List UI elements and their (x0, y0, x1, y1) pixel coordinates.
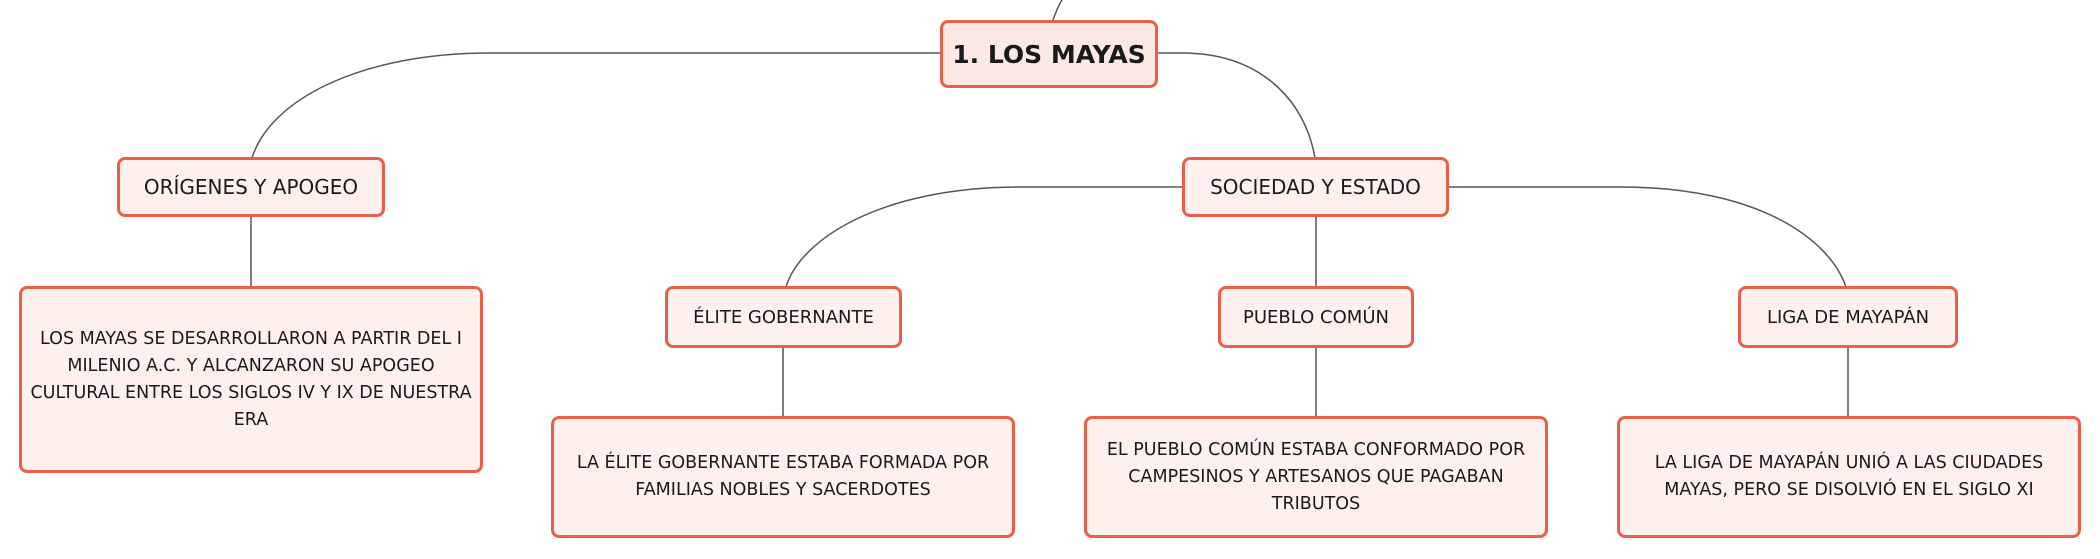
leaf-elite-node[interactable]: LA ÉLITE GOBERNANTE ESTABA FORMADA POR F… (551, 416, 1015, 538)
connector-root-sociedad (1158, 52, 1316, 159)
leaf-pueblo-text: EL PUEBLO COMÚN ESTABA CONFORMADO POR CA… (1106, 439, 1526, 514)
connector-sociedad-elite (785, 186, 1183, 288)
connector-root-origenes (251, 52, 940, 159)
sub-liga-label: LIGA DE MAYAPÁN (1766, 306, 1930, 328)
sub-pueblo-node[interactable]: PUEBLO COMÚN (1218, 286, 1414, 348)
connector-sociedad-liga (1448, 186, 1847, 288)
branch-sociedad-node[interactable]: SOCIEDAD Y ESTADO (1182, 157, 1449, 217)
branch-origenes-node[interactable]: ORÍGENES Y APOGEO (117, 157, 385, 217)
sub-elite-node[interactable]: ÉLITE GOBERNANTE (665, 286, 902, 348)
branch-sociedad-label: SOCIEDAD Y ESTADO (1210, 175, 1421, 199)
leaf-liga-node[interactable]: LA LIGA DE MAYAPÁN UNIÓ A LAS CIUDADES M… (1617, 416, 2081, 538)
leaf-origenes-node[interactable]: LOS MAYAS SE DESARROLLARON A PARTIR DEL … (19, 286, 483, 473)
connector-root-parent (1052, 0, 1063, 21)
leaf-origenes-text: LOS MAYAS SE DESARROLLARON A PARTIR DEL … (30, 328, 472, 430)
leaf-elite-text: LA ÉLITE GOBERNANTE ESTABA FORMADA POR F… (576, 453, 990, 500)
root-node[interactable]: 1. LOS MAYAS (940, 20, 1158, 88)
leaf-pueblo-node[interactable]: EL PUEBLO COMÚN ESTABA CONFORMADO POR CA… (1084, 416, 1548, 538)
branch-origenes-label: ORÍGENES Y APOGEO (143, 175, 359, 199)
root-label: 1. LOS MAYAS (952, 39, 1146, 69)
sub-elite-label: ÉLITE GOBERNANTE (693, 306, 874, 328)
leaf-liga-text: LA LIGA DE MAYAPÁN UNIÓ A LAS CIUDADES M… (1654, 453, 2044, 500)
sub-pueblo-label: PUEBLO COMÚN (1243, 306, 1389, 328)
sub-liga-node[interactable]: LIGA DE MAYAPÁN (1738, 286, 1958, 348)
